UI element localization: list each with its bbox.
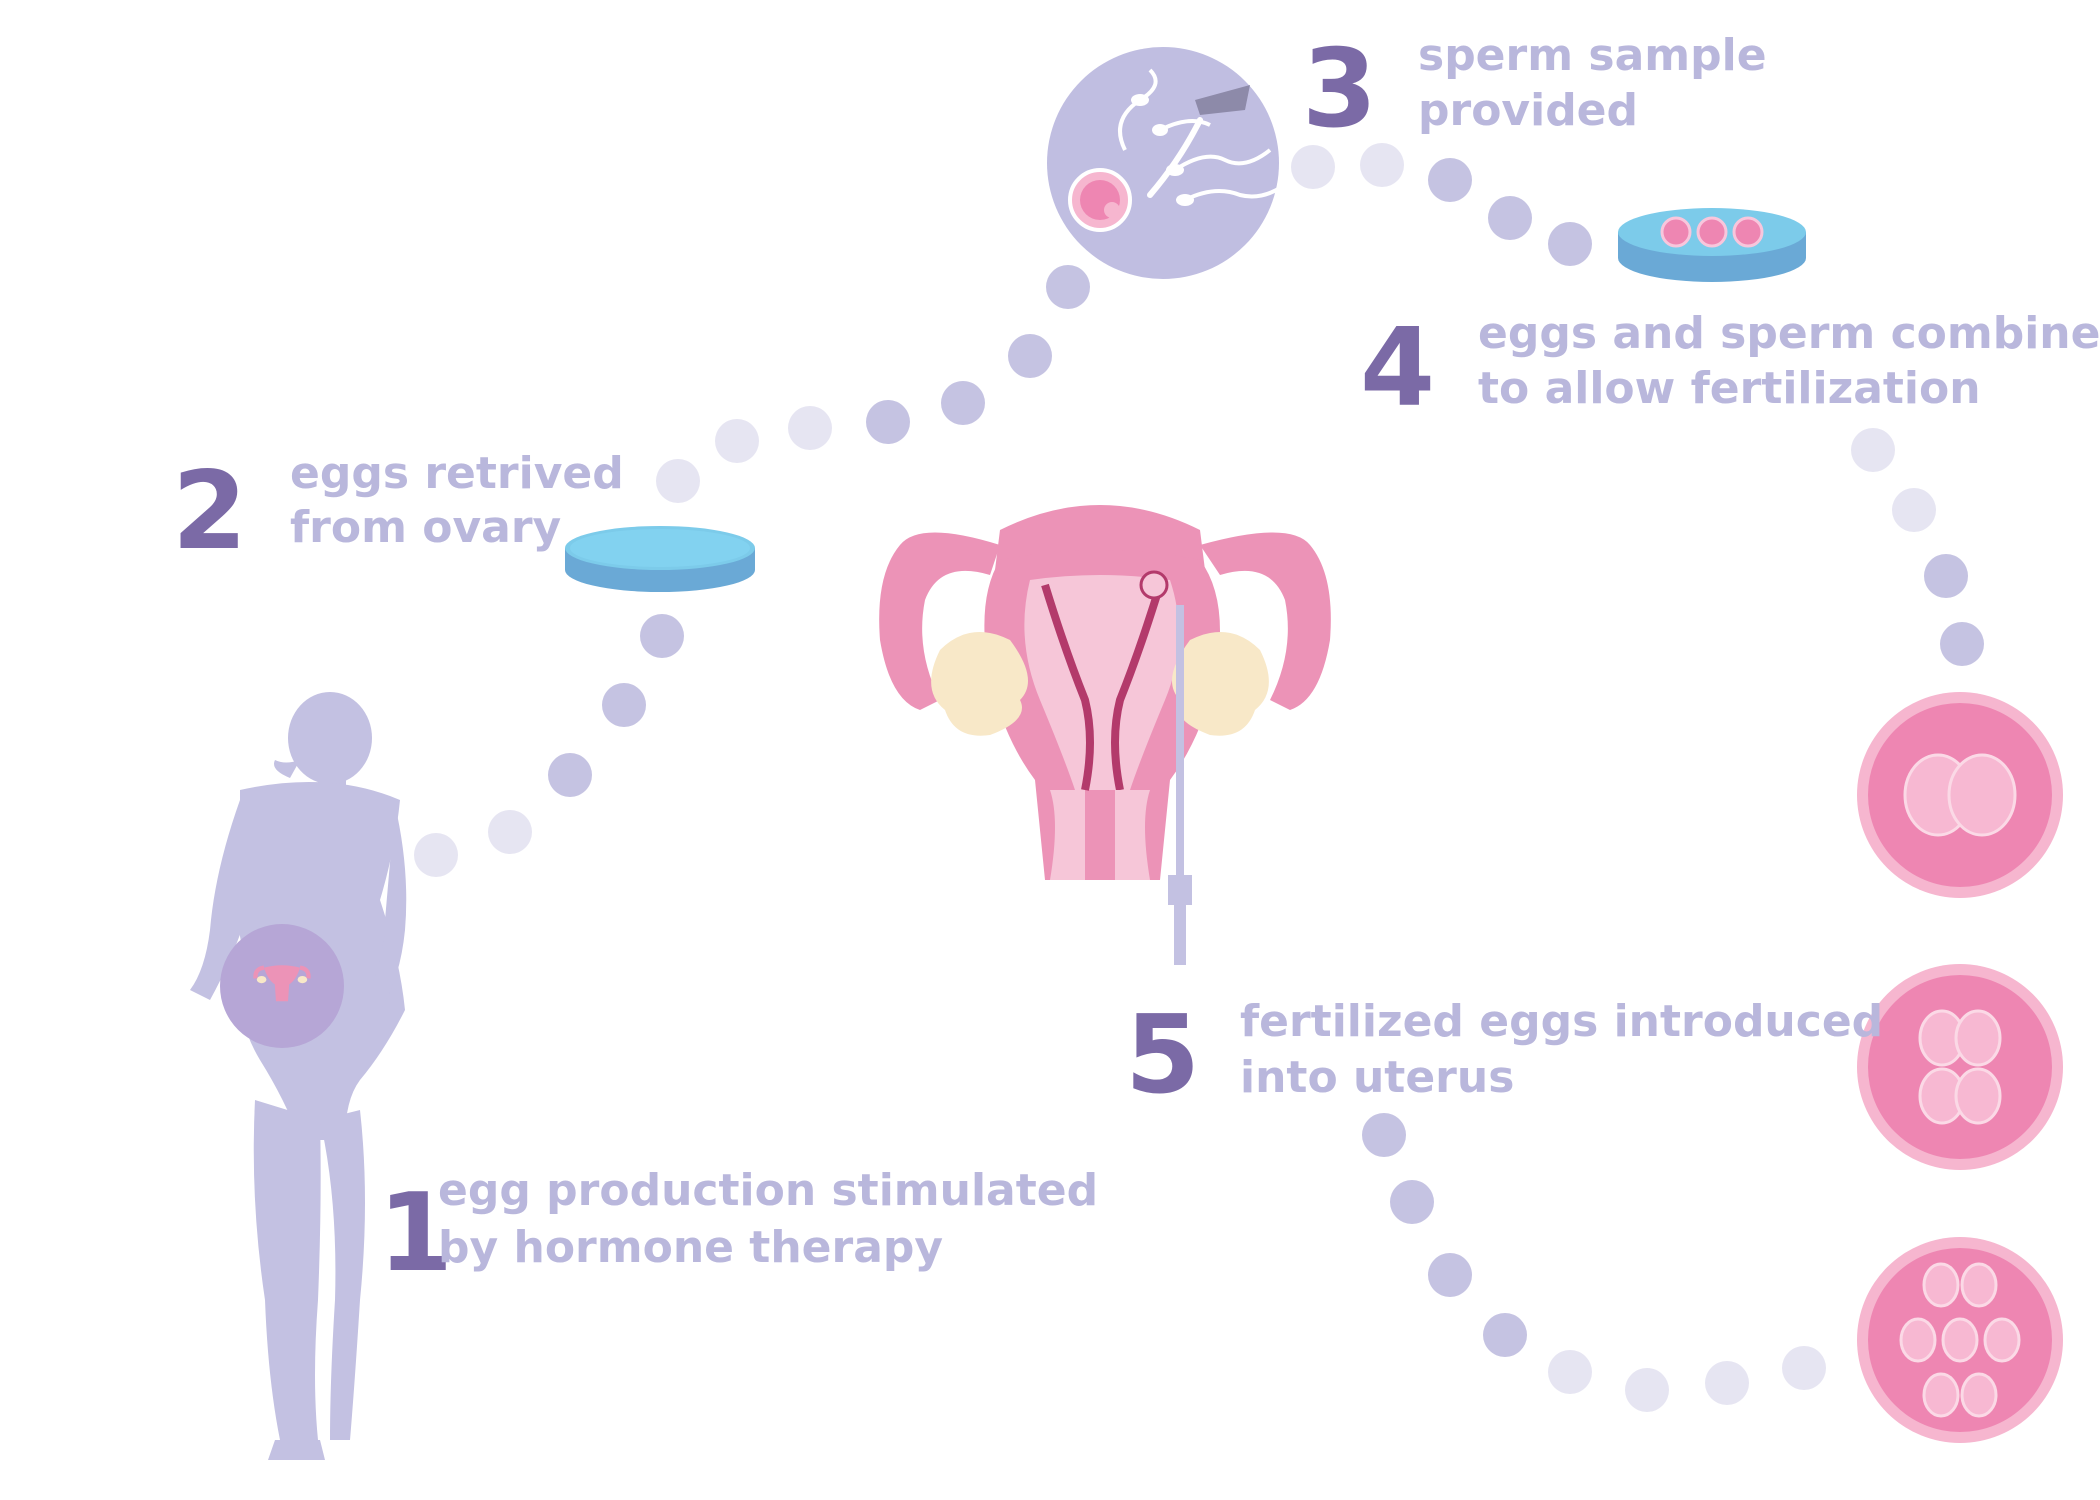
petri-dish-eggs-icon (1618, 208, 1806, 282)
step-1-line2: by hormone therapy (438, 1222, 943, 1273)
connector-dot (1483, 1313, 1527, 1357)
connector-dot (656, 459, 700, 503)
connector-dot (488, 810, 532, 854)
connector-dot (1892, 488, 1936, 532)
step-4-number: 4 (1360, 306, 1435, 431)
sperm-egg-icon (1047, 47, 1282, 279)
connector-dot (788, 406, 832, 450)
connector-dot (866, 400, 910, 444)
connector-dot (715, 419, 759, 463)
step-3-label: 3 sperm sample provided (1302, 27, 1767, 152)
connector-dot (414, 833, 458, 877)
step-4-line1: eggs and sperm combined (1478, 308, 2100, 359)
connector-dot (1362, 1113, 1406, 1157)
connector-dot (941, 381, 985, 425)
step-2-number: 2 (172, 449, 247, 574)
connector-dot (1548, 1350, 1592, 1394)
step-1-line1: egg production stimulated (438, 1165, 1098, 1216)
connector-dot (1428, 1253, 1472, 1297)
connector-dot (602, 683, 646, 727)
mini-uterus-icon (253, 965, 311, 1002)
connector-dot (1390, 1180, 1434, 1224)
step-1-number: 1 (378, 1171, 453, 1296)
step-4-label: 4 eggs and sperm combined to allow ferti… (1360, 306, 2100, 431)
connector-dot (1940, 622, 1984, 666)
step-3-line1: sperm sample (1418, 30, 1767, 81)
connector-dot (1046, 265, 1090, 309)
connector-dot (1291, 145, 1335, 189)
step-5-number: 5 (1125, 993, 1200, 1118)
step-4-line2: to allow fertilization (1478, 363, 1981, 414)
step-1-label: 1 egg production stimulated by hormone t… (378, 1165, 1098, 1296)
step-3-line2: provided (1418, 85, 1638, 136)
connector-dots (414, 143, 1984, 1412)
connector-dot (1428, 158, 1472, 202)
step-2-line2: from ovary (290, 502, 561, 553)
step-3-number: 3 (1302, 27, 1377, 152)
connector-dot (1924, 554, 1968, 598)
embryo-4cell-icon (1857, 964, 2063, 1170)
uterus-icon (879, 505, 1331, 965)
step-5-line1: fertilized eggs introduced (1240, 996, 1883, 1047)
connector-dot (1705, 1361, 1749, 1405)
step-2-label: 2 eggs retrived from ovary (172, 448, 624, 574)
step-5-line2: into uterus (1240, 1052, 1514, 1103)
connector-dot (1625, 1368, 1669, 1412)
connector-dot (1008, 334, 1052, 378)
embryo-8cell-icon (1857, 1237, 2063, 1443)
step-2-line1: eggs retrived (290, 448, 624, 499)
step-5-label: 5 fertilized eggs introduced into uterus (1125, 993, 1883, 1118)
connector-dot (640, 614, 684, 658)
connector-dot (1782, 1346, 1826, 1390)
woman-silhouette (190, 692, 407, 1460)
connector-dot (1360, 143, 1404, 187)
connector-dot (548, 753, 592, 797)
embryo-2cell-icon (1857, 692, 2063, 898)
connector-dot (1548, 222, 1592, 266)
connector-dot (1851, 428, 1895, 472)
connector-dot (1488, 196, 1532, 240)
petri-dish-icon (565, 526, 755, 592)
